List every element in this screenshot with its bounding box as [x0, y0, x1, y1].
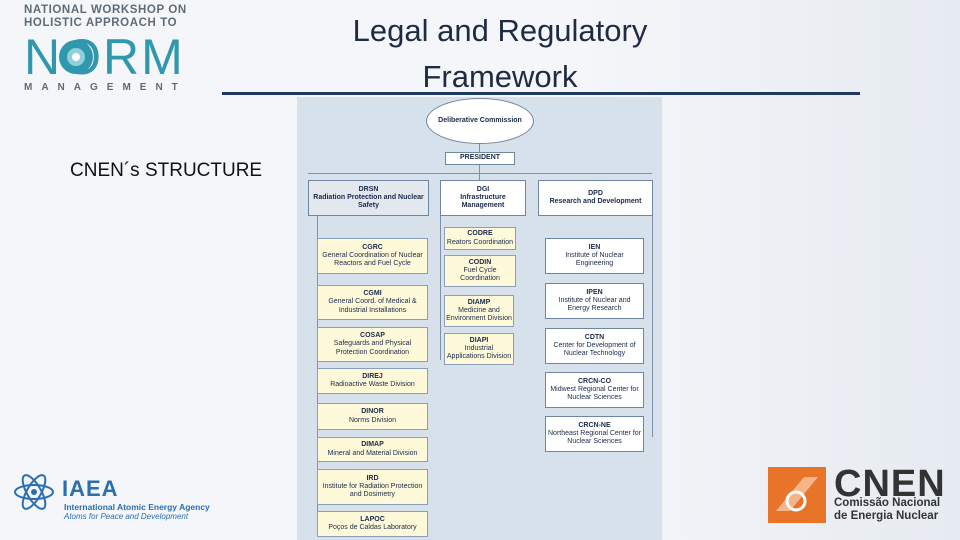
node-label: Mineral and Material Division: [327, 449, 418, 457]
cnen-subtitle-2: de Energia Nuclear: [834, 510, 939, 522]
directorate-node: DPD Research and Development: [538, 180, 653, 216]
connector: [479, 144, 480, 152]
node-acronym: CGMI: [363, 290, 382, 298]
cnen-subtitle-1: Comissão Nacional: [834, 497, 941, 509]
node-acronym: CRCN-NE: [578, 421, 611, 429]
connector: [308, 173, 652, 174]
node-acronym: CRCN-CO: [577, 377, 612, 385]
directorate-node: DRSN Radiation Protection and Nuclear Sa…: [308, 180, 429, 216]
node-label: Infrastructure Management: [460, 193, 506, 210]
connector: [652, 215, 653, 437]
iaea-logo: IAEA International Atomic Energy Agency …: [10, 468, 210, 524]
node-acronym: DIAPI: [469, 336, 489, 344]
node-label: Institute of Nuclear and Energy Research: [558, 296, 631, 313]
title-line2: Framework: [422, 59, 578, 94]
node-label: Norms Division: [348, 416, 397, 424]
logo-norm-text: NORM: [24, 29, 185, 85]
connector: [440, 215, 441, 360]
iaea-wordmark: IAEA: [62, 476, 119, 501]
node-acronym: DPD: [588, 189, 603, 197]
node-acronym: COSAP: [360, 332, 385, 340]
logo-line1: NATIONAL WORKSHOP ON: [24, 4, 187, 16]
node-acronym: DIREJ: [362, 372, 383, 380]
cnen-wordmark: CNEN: [834, 463, 946, 505]
node-label: General Coordination of Nuclear Reactors…: [322, 251, 423, 268]
node-acronym: IEN: [588, 243, 601, 251]
node-label: Deliberative Commission: [438, 116, 522, 124]
node-acronym: DRSN: [358, 185, 379, 193]
directorate-node: DGI Infrastructure Management: [440, 180, 526, 216]
node-label: General Coord. of Medical & Industrial I…: [328, 298, 417, 314]
atom-icon: [14, 474, 54, 510]
node-label: Research and Development: [549, 198, 642, 205]
node-acronym: DINOR: [361, 408, 384, 416]
logo-management: MANAGEMENT: [24, 82, 187, 93]
page-title: Legal and Regulatory Framework: [300, 8, 700, 100]
node-acronym: IRD: [366, 474, 379, 482]
logo-line2: HOLISTIC APPROACH TO: [24, 17, 178, 29]
norm-globe-icon: [59, 40, 93, 74]
connector: [479, 165, 480, 180]
deliberative-commission-node: Deliberative Commission: [426, 98, 534, 144]
node-acronym: DIAMP: [467, 298, 491, 306]
node-acronym: CDTN: [584, 333, 605, 341]
node-acronym: IPEN: [586, 288, 603, 296]
node-label: Radioactive Waste Division: [330, 381, 415, 388]
node-label: Reators Coordination: [446, 238, 514, 246]
node-acronym: DIMAP: [361, 441, 384, 449]
org-chart: Deliberative Commission PRESIDENT DRSN R…: [297, 97, 662, 540]
node-acronym: DGI: [476, 185, 490, 193]
node-label: Midwest Regional Center for Nuclear Scie…: [550, 385, 639, 402]
node-label: Fuel Cycle Coordination: [460, 266, 500, 283]
node-acronym: LAPOC: [360, 515, 385, 523]
president-node: PRESIDENT: [445, 152, 515, 165]
iaea-motto: Atoms for Peace and Development: [64, 512, 189, 521]
iaea-subtitle: International Atomic Energy Agency: [64, 502, 210, 512]
node-acronym: CGRC: [362, 243, 383, 251]
section-label: CNEN´s STRUCTURE: [70, 160, 263, 181]
node-label: Medicine and Environment Division: [446, 306, 512, 323]
node-label: PRESIDENT: [459, 154, 501, 162]
logo-norm: NORM: [24, 32, 194, 82]
title-underline: [222, 92, 860, 95]
workshop-logo: NATIONAL WORKSHOP ON HOLISTIC APPROACH T…: [24, 4, 194, 93]
node-label: Industrial Applications Division: [446, 344, 512, 361]
node-label: Institute of Nuclear Engineering: [565, 251, 624, 268]
node-label: Institute for Radiation Protection and D…: [322, 482, 423, 499]
node-label: Radiation Protection and Nuclear Safety: [313, 193, 424, 210]
node-label: Northeast Regional Center for Nuclear Sc…: [548, 429, 641, 446]
title-line1: Legal and Regulatory: [352, 13, 648, 48]
node-label: Poços de Caldas Laboratory: [328, 524, 417, 531]
cnen-emblem-icon: [768, 467, 826, 523]
cnen-logo: CNEN Comissão Nacional de Energia Nuclea…: [768, 465, 948, 525]
node-label: Safeguards and Physical Protection Coord…: [333, 340, 412, 356]
node-label: Center for Development of Nuclear Techno…: [553, 341, 636, 358]
node-acronym: CODRE: [467, 230, 493, 238]
node-acronym: CODIN: [468, 258, 492, 266]
